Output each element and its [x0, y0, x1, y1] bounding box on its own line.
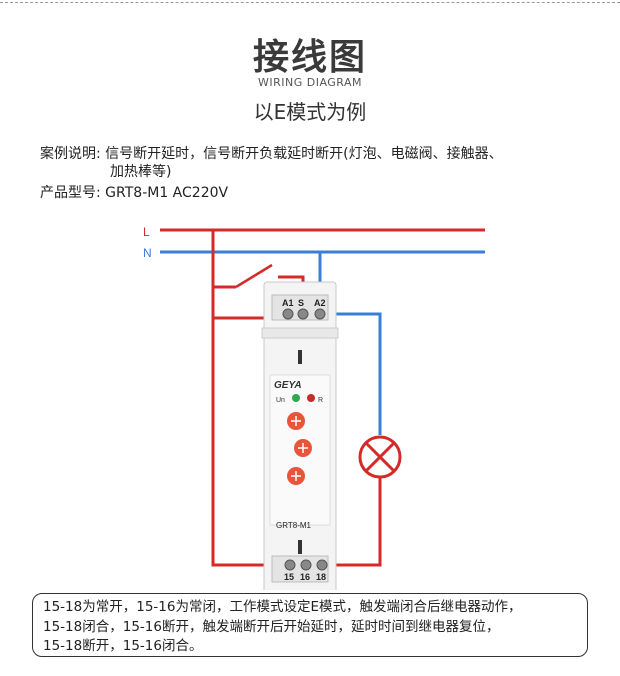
note-line-2: 15-18闭合，15-16断开，触发端断开后开始延时，延时时间到继电器复位，	[43, 618, 500, 635]
operation-note: 15-18为常开，15-16为常闭，工作模式设定E模式，触发端闭合后继电器动作，…	[32, 593, 588, 657]
led-r-label: R	[318, 397, 323, 404]
case-label: 案例说明:	[40, 146, 101, 162]
led-un-label: Un	[276, 397, 285, 404]
terminal-18-label: 18	[316, 572, 326, 582]
model-label: 产品型号:	[40, 185, 101, 201]
label-l: L	[143, 225, 150, 239]
product-model: 产品型号: GRT8-M1 AC220V	[40, 182, 228, 202]
terminal-15-label: 15	[284, 572, 294, 582]
top-divider	[0, 2, 620, 3]
note-line-1: 15-18为常开，15-16为常闭，工作模式设定E模式，触发端闭合后继电器动作，	[43, 599, 522, 615]
case-text-1: 信号断开延时，信号断开负载延时断开(灯泡、电磁阀、接触器、	[105, 146, 503, 162]
lamp-icon	[358, 435, 402, 479]
relay-device: A1 S A2 GEYA Un R GRT8-M1 15 16 18	[261, 281, 339, 590]
case-text-2: 加热棒等)	[110, 164, 172, 180]
case-description: 案例说明: 信号断开延时，信号断开负载延时断开(灯泡、电磁阀、接触器、 加热棒等…	[40, 145, 600, 181]
page-title: 接线图	[252, 37, 367, 78]
terminal-s-label: S	[298, 298, 304, 308]
wiring-diagram: L N A1 S A2 GEYA Un R	[143, 225, 485, 590]
device-model-label: GRT8-M1	[276, 521, 312, 530]
terminal-16-label: 16	[300, 572, 310, 582]
terminal-a2-label: A2	[314, 298, 326, 308]
note-line-3: 15-18断开，15-16闭合。	[43, 638, 203, 654]
mode-heading: 以E模式为例	[253, 100, 367, 124]
page-subtitle: WIRING DIAGRAM	[257, 76, 363, 89]
label-n: N	[143, 246, 152, 260]
brand-logo: GEYA	[274, 380, 302, 391]
terminal-a1-label: A1	[282, 298, 294, 308]
model-value: GRT8-M1 AC220V	[105, 185, 229, 201]
